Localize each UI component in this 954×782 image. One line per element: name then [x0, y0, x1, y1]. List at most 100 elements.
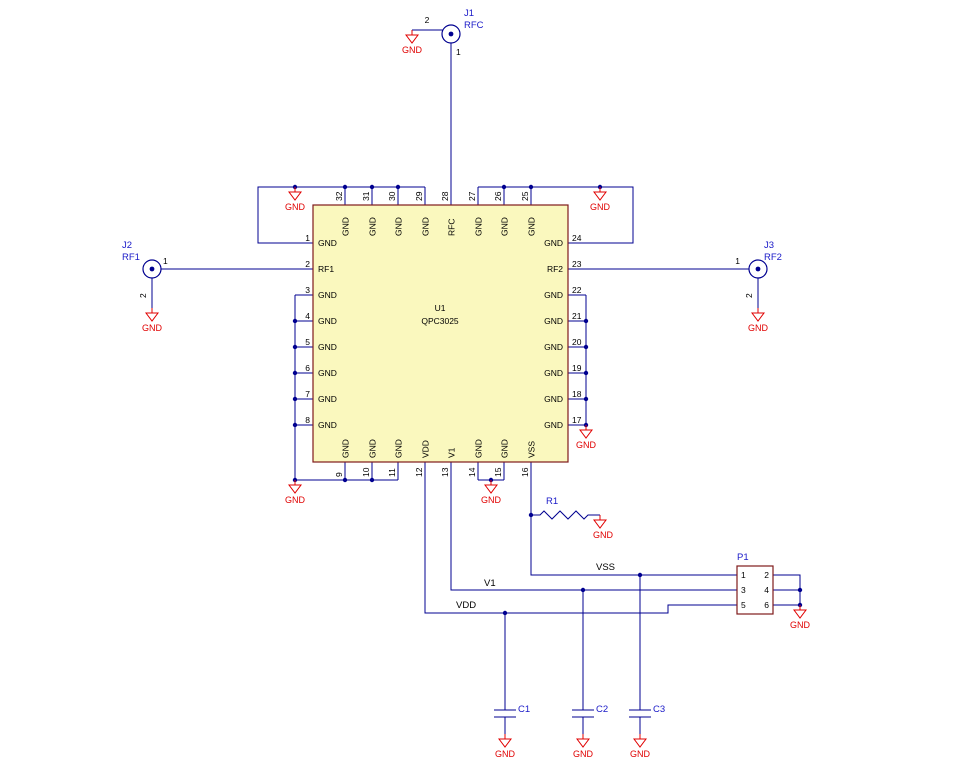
- ic-u1: U1 QPC3025 1 GND 2 RF1 3 GND 4 GND 5 GND…: [295, 187, 586, 480]
- pin-number: 13: [440, 467, 450, 477]
- pin-number: 1: [305, 233, 310, 243]
- pin-name: GND: [318, 420, 337, 430]
- pin-name: GND: [318, 316, 337, 326]
- header-pin-number: 5: [741, 600, 746, 610]
- resistor-refdes: R1: [546, 496, 558, 507]
- connector-pin-number: 1: [735, 256, 740, 266]
- gnd-label: GND: [630, 749, 651, 759]
- pin-number: 2: [305, 259, 310, 269]
- resistor-symbol: [531, 510, 600, 520]
- net-gnd-topright-wire: [478, 186, 634, 244]
- pin-number: 14: [467, 467, 477, 477]
- junction-dot: [502, 610, 508, 616]
- connector-refdes: J2: [122, 240, 132, 251]
- pin-number: 9: [334, 472, 344, 477]
- pin-name: GND: [368, 439, 378, 458]
- pin-number: 4: [305, 311, 310, 321]
- pin-name: GND: [544, 238, 563, 248]
- net-gnd-topleft-wire: [257, 186, 425, 244]
- pin-name: RF1: [318, 264, 334, 274]
- header-pin-number: 2: [764, 570, 769, 580]
- pin-name: GND: [500, 439, 510, 458]
- net-v1-wire: [450, 480, 737, 591]
- gnd-symbol: GND: [748, 308, 769, 333]
- pin-number: 32: [334, 191, 344, 201]
- pin-number: 21: [572, 311, 582, 321]
- gnd-label: GND: [285, 495, 306, 505]
- net-label-vdd: VDD: [456, 600, 476, 611]
- pin-name: GND: [527, 217, 537, 236]
- pin-number: 18: [572, 389, 582, 399]
- gnd-icon: [405, 30, 419, 44]
- pin-name: GND: [318, 238, 337, 248]
- gnd-label: GND: [590, 202, 611, 212]
- pin-number: 17: [572, 415, 582, 425]
- gnd-label: GND: [593, 530, 614, 540]
- gnd-icon: [145, 308, 159, 322]
- connector-center-pin: [448, 31, 454, 37]
- gnd-icon: [288, 187, 302, 201]
- pin-number: 7: [305, 389, 310, 399]
- ic-part-number: QPC3025: [421, 316, 459, 326]
- gnd-icon: [751, 308, 765, 322]
- capacitor-plates: [629, 709, 651, 718]
- connector-name: RF1: [122, 252, 140, 263]
- ic-refdes: U1: [435, 303, 446, 313]
- pin-name: GND: [421, 217, 431, 236]
- gnd-icon: [498, 734, 512, 748]
- pin-number: 10: [361, 467, 371, 477]
- gnd-symbol: GND: [790, 605, 811, 630]
- net-vss-wire: [530, 480, 737, 576]
- pin-number: 12: [414, 467, 424, 477]
- net-vdd-wire: [424, 480, 737, 614]
- pin-name: GND: [318, 290, 337, 300]
- connector-center-pin: [149, 266, 155, 272]
- connector-j3: J3 RF2 1 2: [735, 240, 782, 298]
- resistor-r1: R1: [531, 496, 600, 520]
- gnd-icon: [793, 605, 807, 619]
- header-pin-number: 3: [741, 585, 746, 595]
- pin-name: GND: [341, 439, 351, 458]
- header-pin-stubs: [718, 574, 737, 606]
- pin-name: GND: [318, 368, 337, 378]
- gnd-symbol: GND: [285, 480, 306, 505]
- pin-number: 29: [414, 191, 424, 201]
- gnd-label: GND: [481, 495, 502, 505]
- gnd-symbol: GND: [481, 480, 502, 505]
- pin-number: 3: [305, 285, 310, 295]
- pin-name: GND: [394, 217, 404, 236]
- pin-name: GND: [544, 316, 563, 326]
- junction-dot: [797, 587, 803, 593]
- pin-name: GND: [474, 439, 484, 458]
- gnd-label: GND: [576, 440, 597, 450]
- connector-pin-number: 2: [744, 293, 754, 298]
- junction-dot: [580, 587, 586, 593]
- gnd-symbol: GND: [576, 425, 597, 450]
- capacitor-plates: [572, 709, 594, 718]
- connector-pin-number: 1: [163, 256, 168, 266]
- gnd-symbol: GND: [590, 187, 611, 212]
- connector-refdes: J1: [464, 8, 474, 19]
- pin-name: GND: [318, 394, 337, 404]
- pin-name: GND: [544, 394, 563, 404]
- pin-name: GND: [544, 342, 563, 352]
- pin-name: GND: [394, 439, 404, 458]
- ic-pin-stubs: [295, 187, 586, 480]
- net-label-vss: VSS: [596, 562, 615, 573]
- pin-number: 23: [572, 259, 582, 269]
- capacitor-c3: C3: [629, 704, 665, 718]
- connector-name: RF2: [764, 252, 782, 263]
- gnd-symbol: GND: [495, 734, 516, 759]
- connector-center-pin: [755, 266, 761, 272]
- pin-name: RFC: [447, 219, 457, 236]
- pin-name: GND: [474, 217, 484, 236]
- capacitor-plates: [494, 709, 516, 718]
- pin-number: 16: [520, 467, 530, 477]
- connector-pin-number: 2: [425, 15, 430, 25]
- net-label-v1: V1: [484, 578, 496, 589]
- connector-name: RFC: [464, 20, 484, 31]
- pin-number: 8: [305, 415, 310, 425]
- gnd-label: GND: [285, 202, 306, 212]
- connector-refdes: J3: [764, 240, 774, 251]
- gnd-icon: [593, 515, 607, 529]
